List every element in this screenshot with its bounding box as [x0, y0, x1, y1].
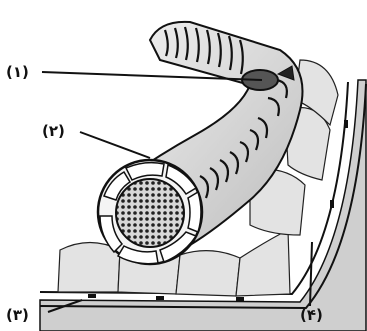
label-3: (۳): [6, 306, 29, 324]
label-2: (۲): [42, 122, 65, 140]
label-1: (۱): [6, 63, 29, 81]
leader-line-2: [80, 132, 150, 158]
label-4: (۴): [300, 306, 323, 324]
cross-section-lumen: [116, 179, 184, 247]
